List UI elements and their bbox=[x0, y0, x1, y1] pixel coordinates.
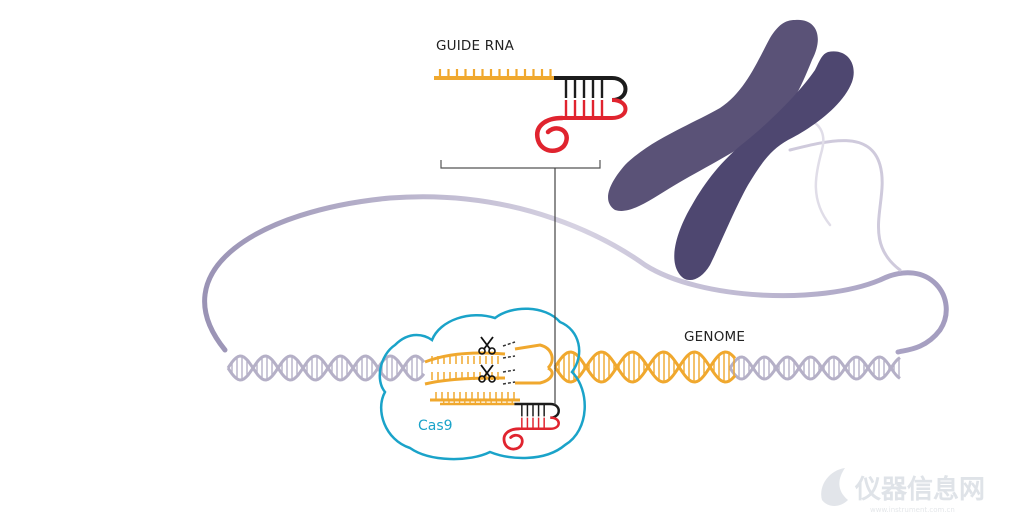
scaffold-red bbox=[562, 98, 628, 120]
hairpin-loop bbox=[534, 115, 569, 153]
target-dna-strand-b bbox=[553, 350, 737, 384]
scaffold-dark bbox=[514, 402, 560, 419]
dna-left-strand-a bbox=[226, 354, 426, 382]
cut-marks bbox=[502, 341, 516, 385]
dna-helix-right bbox=[728, 355, 901, 381]
watermark-logo-icon bbox=[821, 468, 848, 506]
dna-left-strand-b bbox=[226, 354, 426, 382]
unwound-dna-strands bbox=[424, 343, 554, 402]
guide-rna-illustration bbox=[434, 69, 628, 153]
dna-right-strand-a bbox=[728, 355, 901, 381]
dna-helix-left bbox=[226, 354, 426, 382]
chromosome-strand bbox=[788, 139, 902, 272]
dna-loop-strand bbox=[202, 194, 949, 355]
watermark-url: www.instrument.com.cn bbox=[870, 506, 955, 514]
cas9-label: Cas9 bbox=[418, 418, 453, 434]
cas9-protein-outline bbox=[378, 307, 586, 461]
genome-label: GENOME bbox=[684, 329, 745, 345]
watermark: 仪器信息网 www.instrument.com.cn bbox=[821, 468, 985, 514]
target-dna-helix bbox=[553, 350, 737, 384]
guide-rna-label: GUIDE RNA bbox=[436, 38, 515, 54]
watermark-text: 仪器信息网 bbox=[854, 474, 985, 505]
dna-right-strand-b bbox=[728, 355, 901, 381]
scissors-icon bbox=[478, 336, 496, 355]
scaffold-dark bbox=[554, 76, 628, 102]
guide-rna-bound bbox=[440, 398, 560, 451]
hairpin-loop bbox=[502, 427, 524, 451]
scissors-icon bbox=[478, 364, 496, 383]
guide-rna-bracket bbox=[440, 160, 601, 169]
target-dna-strand-a bbox=[553, 350, 737, 384]
chromosome-icon bbox=[608, 19, 854, 281]
scaffold-red bbox=[519, 416, 560, 431]
